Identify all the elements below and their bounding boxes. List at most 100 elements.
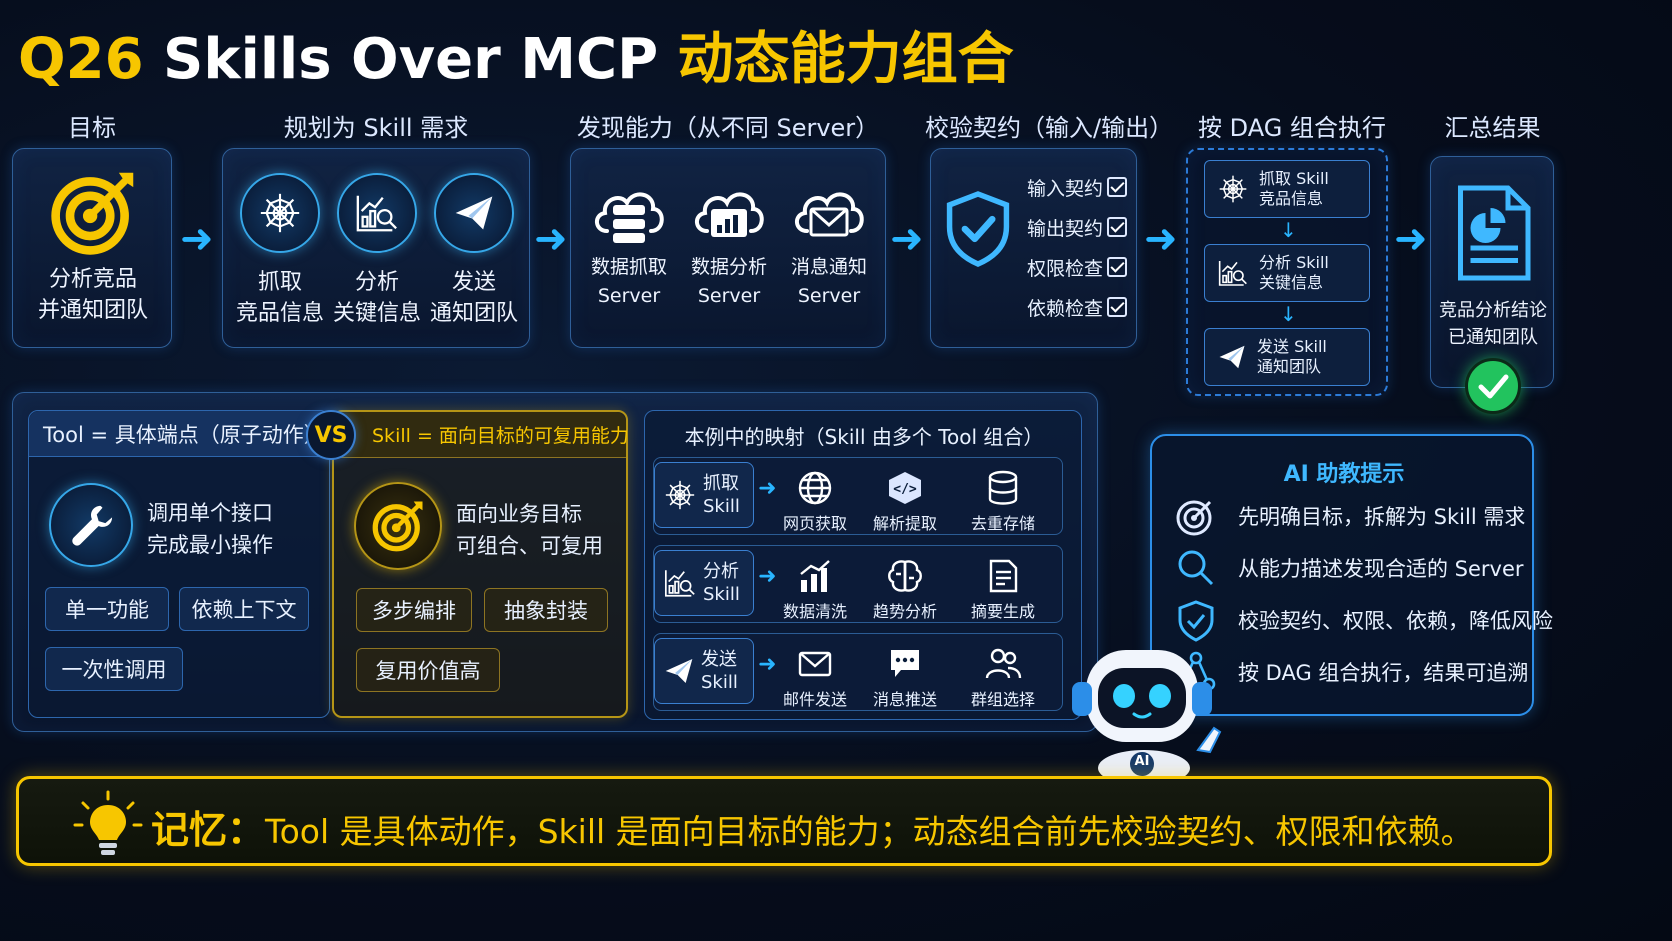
check-row: 依赖检查 <box>1027 287 1127 327</box>
checkbox-checked-icon <box>1107 297 1127 317</box>
plan-item: 发送 通知团队 <box>429 173 519 329</box>
code-parse-icon: </> <box>889 472 921 504</box>
tip-item: 先明确目标，拆解为 Skill 需求 <box>1174 490 1553 542</box>
tool-item: 群组选择 <box>960 646 1046 710</box>
tool-item: 摘要生成 <box>960 558 1046 622</box>
tip-item: 校验契约、权限、依赖，降低风险 <box>1174 594 1553 646</box>
tool-desc-line1: 调用单个接口 <box>147 501 273 525</box>
mapping-title: 本例中的映射（Skill 由多个 Tool 组合） <box>684 425 1044 449</box>
verify-panel: 输入契约 输出契约 权限检查 依赖检查 <box>930 148 1137 348</box>
spider-web-icon <box>1217 173 1249 205</box>
chart-magnifier-icon <box>663 566 697 600</box>
tool-card: Tool = 具体端点（原子动作） 调用单个接口 完成最小操作 单一功能 依赖上… <box>28 410 330 718</box>
database-icon <box>988 470 1018 505</box>
skill-pill: 多步编排 <box>356 588 472 632</box>
tool-item: 数据清洗 <box>778 558 852 622</box>
server-item: 消息通知 Server <box>779 175 879 311</box>
check-row: 权限检查 <box>1027 247 1127 287</box>
mail-icon <box>798 651 832 677</box>
success-check-icon <box>1465 358 1521 414</box>
checkbox-checked-icon <box>1107 217 1127 237</box>
skill-header: Skill = 面向目标的可复用能力 <box>334 412 629 458</box>
memory-label: 记忆： <box>151 808 266 852</box>
stage-label-verify: 校验契约（输入/输出） <box>925 114 1174 142</box>
goal-line1: 分析竞品 <box>48 267 137 292</box>
check-row: 输出契约 <box>1027 207 1127 247</box>
down-arrow-icon: ↓ <box>1280 302 1297 326</box>
memory-text: 记忆：Tool 是具体动作，Skill 是面向目标的能力；动态组合前先校验契约、… <box>151 799 1474 854</box>
checkbox-checked-icon <box>1107 177 1127 197</box>
lightbulb-icon <box>73 790 143 855</box>
memory-content: Tool 是具体动作，Skill 是面向目标的能力；动态组合前先校验契约、权限和… <box>265 812 1474 851</box>
tip-item: 从能力描述发现合适的 Server <box>1174 542 1553 594</box>
tool-item: 去重存储 <box>960 470 1046 534</box>
page-title: Q26 Skills Over MCP 动态能力组合 <box>18 27 1014 92</box>
spider-web-icon <box>240 173 320 253</box>
right-arrow-icon: ➜ <box>758 476 777 501</box>
cloud-server-icon <box>589 175 669 243</box>
discover-panel: 数据抓取 Server 数据分析 Server <box>570 148 886 348</box>
tool-pill: 一次性调用 <box>45 647 183 691</box>
ai-tips-title: AI 助教提示 <box>1283 462 1405 487</box>
right-arrow-icon: ➜ <box>758 652 777 677</box>
tool-pill: 单一功能 <box>45 587 169 631</box>
wrench-icon <box>49 483 133 567</box>
skill-desc-line2: 可组合、可复用 <box>456 534 603 558</box>
stage-label-goal: 目标 <box>68 114 116 142</box>
checkbox-checked-icon <box>1107 257 1127 277</box>
result-panel: 竞品分析结论 已通知团队 <box>1430 156 1554 388</box>
tool-header: Tool = 具体端点（原子动作） <box>29 411 329 457</box>
stage-label-plan: 规划为 Skill 需求 <box>283 114 469 142</box>
chart-magnifier-icon <box>1217 257 1249 289</box>
vs-badge: VS <box>306 410 356 460</box>
globe-icon <box>798 471 832 505</box>
tool-item: 网页获取 <box>778 470 852 534</box>
tool-item: 消息推送 <box>868 646 942 710</box>
check-row: 输入契约 <box>1027 167 1127 207</box>
plan-item: 抓取 竞品信息 <box>235 173 325 329</box>
target-icon <box>354 482 442 570</box>
plan-item: 分析 关键信息 <box>332 173 422 329</box>
tool-item: </> 解析提取 <box>868 470 942 534</box>
report-document-icon <box>1453 181 1533 285</box>
stage-label-discover: 发现能力（从不同 Server） <box>576 114 880 142</box>
tool-item: 趋势分析 <box>868 558 942 622</box>
spider-web-icon <box>663 478 697 512</box>
stage-label-dag: 按 DAG 组合执行 <box>1198 114 1386 142</box>
server-item: 数据分析 Server <box>679 175 779 311</box>
ai-tips-panel: AI 助教提示 先明确目标，拆解为 Skill 需求 从能力描述发现合适的 Se… <box>1150 434 1553 716</box>
target-icon <box>47 167 139 259</box>
skill-pill: 抽象封装 <box>484 588 608 632</box>
robot-icon <box>1072 650 1222 786</box>
svg-text:</>: </> <box>893 482 917 497</box>
target-icon <box>1176 500 1212 536</box>
flow-arrow-icon: ➜ <box>1394 216 1428 262</box>
tool-pill: 依赖上下文 <box>179 587 309 631</box>
memory-banner: 记忆：Tool 是具体动作，Skill 是面向目标的能力；动态组合前先校验契约、… <box>16 776 1552 866</box>
robot-badge: AI <box>1134 754 1150 769</box>
down-arrow-icon: ↓ <box>1280 218 1297 242</box>
summary-doc-icon <box>989 559 1018 593</box>
bar-chart-icon <box>800 560 830 592</box>
tool-item: 邮件发送 <box>778 646 852 710</box>
flow-arrow-icon: ➜ <box>890 216 924 262</box>
right-arrow-icon: ➜ <box>758 564 777 589</box>
goal-line2: 并通知团队 <box>37 298 148 323</box>
plan-panel: 抓取 竞品信息 分析 关键信息 发送 通知团队 <box>222 148 530 348</box>
paper-plane-icon <box>434 173 514 253</box>
chart-magnifier-icon <box>337 173 417 253</box>
chat-bubble-icon <box>891 650 919 677</box>
flow-arrow-icon: ➜ <box>1144 216 1178 262</box>
tool-desc-line2: 完成最小操作 <box>147 533 273 557</box>
stage-label-result: 汇总结果 <box>1444 114 1541 142</box>
skill-desc-line1: 面向业务目标 <box>456 502 582 526</box>
skill-pill: 复用价值高 <box>356 648 500 692</box>
